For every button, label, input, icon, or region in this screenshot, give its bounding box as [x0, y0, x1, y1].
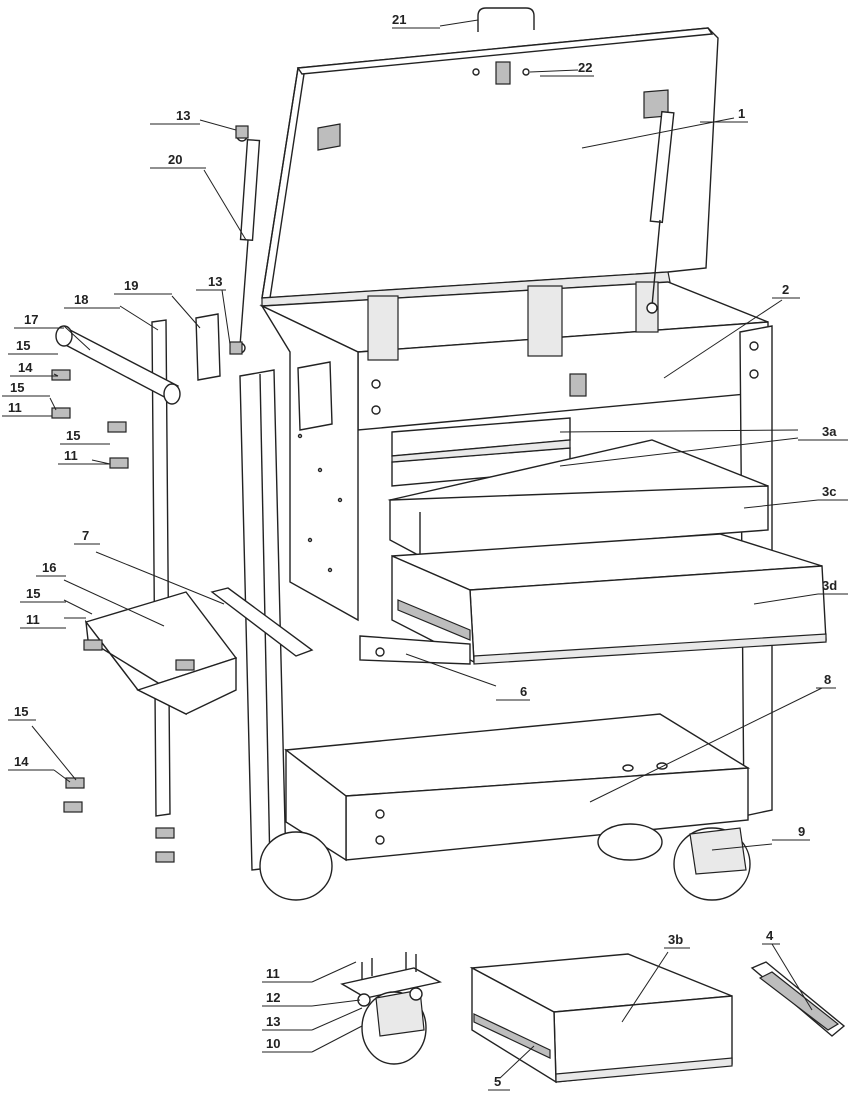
- callout-19: 19: [124, 278, 138, 293]
- drawer-3d: [391, 533, 827, 665]
- callout-14: 14: [18, 360, 33, 375]
- leader-lines: [31, 19, 823, 1079]
- callout-8: 8: [824, 672, 831, 687]
- callout-13: 13: [176, 108, 190, 123]
- callout-3c: 3c: [822, 484, 836, 499]
- callout-18: 18: [74, 292, 88, 307]
- drawer-3c: [387, 439, 769, 557]
- callout-12: 12: [266, 990, 280, 1005]
- callout-1: 1: [738, 106, 745, 121]
- caster-detail: [340, 952, 443, 1065]
- callout-11: 11: [26, 612, 40, 627]
- callout-2: 2: [782, 282, 789, 297]
- callout-11: 11: [8, 400, 22, 415]
- drawer-detail: [469, 953, 733, 1084]
- callout-15: 15: [14, 704, 28, 719]
- lid-part: [261, 27, 719, 307]
- left-posts: [55, 313, 333, 871]
- callout-3b: 3b: [668, 932, 683, 947]
- caster-wheels: [259, 823, 751, 901]
- callout-9: 9: [798, 824, 805, 839]
- callout-15: 15: [10, 380, 24, 395]
- callout-6: 6: [520, 684, 527, 699]
- callout-11: 11: [266, 966, 280, 981]
- drawer-3a: [391, 417, 571, 487]
- callout-17: 17: [24, 312, 38, 327]
- callout-7: 7: [82, 528, 89, 543]
- callout-5: 5: [494, 1074, 501, 1089]
- handle-part: [477, 7, 535, 32]
- callout-13: 13: [266, 1014, 280, 1029]
- callout-15: 15: [26, 586, 40, 601]
- callout-4: 4: [766, 928, 774, 943]
- fasteners: [51, 125, 249, 863]
- callout-20: 20: [168, 152, 182, 167]
- callout-11: 11: [64, 448, 78, 463]
- bracket-part-6: [359, 635, 471, 665]
- callout-21: 21: [392, 12, 406, 27]
- callout-22: 22: [578, 60, 592, 75]
- callout-3d: 3d: [822, 578, 837, 593]
- callout-16: 16: [42, 560, 56, 575]
- slide-detail: [750, 961, 846, 1037]
- callout-15: 15: [66, 428, 80, 443]
- callout-3a: 3a: [822, 424, 837, 439]
- bottom-shelf: [284, 713, 751, 862]
- callout-13: 13: [208, 274, 222, 289]
- callout-14: 14: [14, 754, 29, 769]
- callout-labels: 21 22 1 13 20 13 19 18 17 15 14 15 11 15…: [2, 12, 848, 1091]
- callout-10: 10: [266, 1036, 280, 1051]
- callout-15: 15: [16, 338, 30, 353]
